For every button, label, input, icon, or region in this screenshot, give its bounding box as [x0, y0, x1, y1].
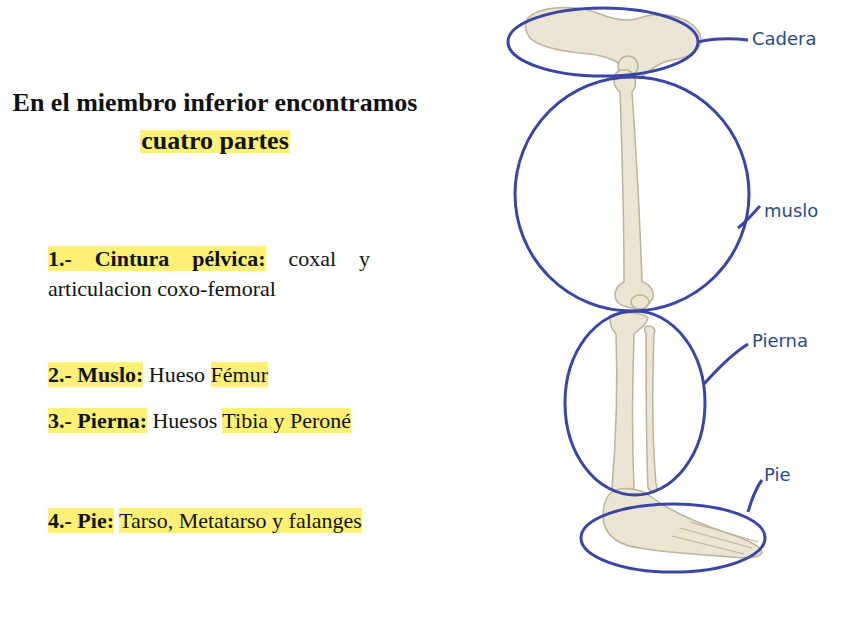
part-description: Huesos	[152, 408, 217, 433]
part-label: Pie	[764, 464, 791, 485]
part-heading: 1.- Cintura pélvica:	[48, 246, 266, 271]
part-heading: 2.- Muslo:	[48, 362, 143, 387]
part-label: Pierna	[752, 330, 808, 351]
title: En el miembro inferior encontramos cuatr…	[13, 88, 418, 155]
bone-name: Tibia y Peroné	[222, 408, 351, 433]
bone-name: Fémur	[211, 362, 268, 387]
part-heading: 3.- Pierna:	[48, 408, 147, 433]
part-label: muslo	[764, 200, 818, 221]
part-description: Hueso	[149, 362, 205, 387]
part-label: Cadera	[752, 28, 817, 49]
part-heading: 4.- Pie:	[48, 508, 114, 533]
bone-name: Tarso, Metatarso y falanges	[119, 508, 362, 533]
